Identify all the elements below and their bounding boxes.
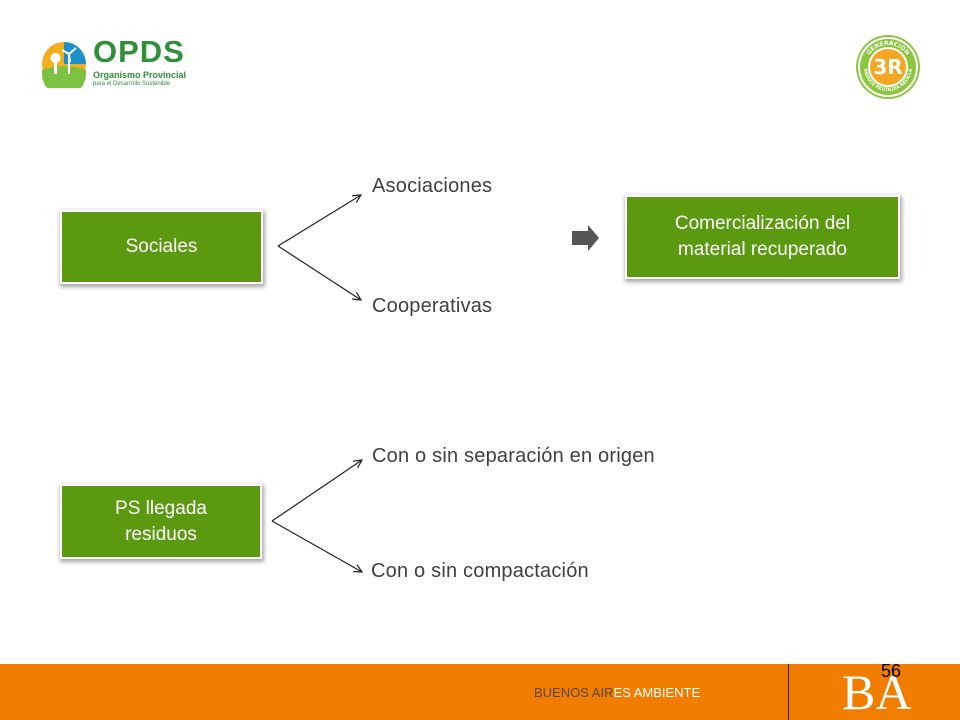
branch-separacion-origen: Con o sin separación en origen [372, 445, 655, 467]
opds-subtitle-2: para el Desarrollo Sostenible [93, 81, 171, 87]
branch-cooperativas: Cooperativas [372, 295, 493, 317]
branch-asociaciones: Asociaciones [372, 175, 493, 197]
opds-subtitle: Organismo Provincial [93, 70, 187, 80]
footer-brand-part1: BUENOS AIR [534, 685, 614, 700]
comercializacion-box-label: Comercialización del material recuperado [674, 213, 851, 260]
sociales-box-label: Sociales [125, 236, 198, 257]
opds-title: OPDS [93, 34, 185, 69]
ba-logo: BA [842, 664, 912, 720]
opds-logo: OPDS Organismo Provincial para el Desarr… [40, 34, 190, 90]
generacion-3r-logo-icon: GENERACION REDUCE REUTILIZA RECICLA 3R [856, 35, 920, 99]
footer-divider [788, 664, 789, 720]
opds-emblem-icon [42, 42, 86, 88]
connector-ps-separacion [271, 460, 362, 522]
right-arrow-icon [572, 225, 599, 251]
badge-main-text: 3R [873, 55, 902, 79]
footer-brand: BUENOS AIRES AMBIENTE [534, 685, 700, 700]
page-number: 56 [881, 661, 902, 681]
sociales-box: Sociales [62, 212, 261, 282]
footer-brand-part2: ES AMBIENTE [613, 685, 701, 700]
comercializacion-box: Comercialización del material recuperado [627, 197, 898, 277]
branch-compactacion: Con o sin compactación [371, 560, 589, 582]
ps-llegada-box: PS llegada residuos [62, 486, 260, 557]
connector-sociales-asociaciones [277, 195, 361, 247]
connector-sociales-cooperativas [277, 245, 361, 300]
footer-bar: BUENOS AIRES AMBIENTE BA [0, 664, 960, 720]
connector-ps-compactacion [271, 520, 362, 572]
ps-llegada-box-label: PS llegada residuos [115, 497, 207, 545]
